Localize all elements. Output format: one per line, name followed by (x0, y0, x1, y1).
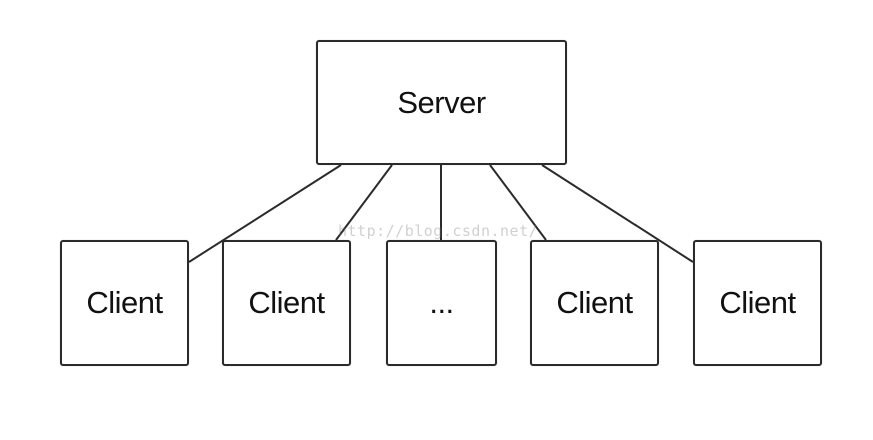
client-node-1: Client (60, 240, 189, 366)
client-label-4: Client (556, 285, 633, 320)
connector-server-client-1 (188, 164, 342, 263)
server-node: Server (316, 40, 567, 165)
client-label-1: Client (86, 285, 163, 320)
client-node-2: Client (222, 240, 351, 366)
client-node-4: Client (530, 240, 659, 366)
client-label-5: Client (719, 285, 796, 320)
client-node-ellipsis: ... (386, 240, 497, 366)
connector-server-client-5 (541, 164, 694, 263)
client-label-2: Client (248, 285, 325, 320)
server-label: Server (397, 84, 486, 120)
client-node-5: Client (693, 240, 822, 366)
client-label-ellipsis: ... (429, 285, 454, 320)
connector-server-client-4 (489, 164, 547, 241)
watermark-text: http://blog.csdn.net/ (338, 222, 539, 240)
connector-server-client-2 (335, 164, 393, 241)
